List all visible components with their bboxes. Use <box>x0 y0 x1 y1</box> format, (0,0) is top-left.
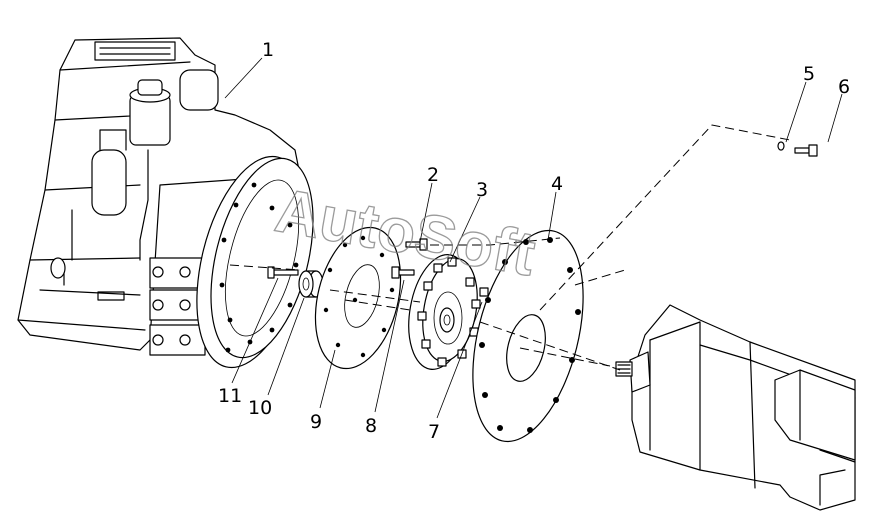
flex-plate-9 <box>314 226 402 370</box>
screw-6 <box>794 144 818 157</box>
callout-8: 8 <box>365 415 377 437</box>
callout-7: 7 <box>428 421 440 443</box>
assembly-centerlines <box>229 124 791 371</box>
callout-11: 11 <box>218 385 242 407</box>
callout-leaders <box>224 57 843 419</box>
callout-2: 2 <box>427 164 439 186</box>
bolt-8 <box>391 266 415 279</box>
callout-3: 3 <box>476 179 488 201</box>
callout-9: 9 <box>310 411 322 433</box>
callout-10: 10 <box>248 397 272 419</box>
generator <box>615 304 856 511</box>
flywheel-housing <box>196 155 314 369</box>
callout-1: 1 <box>262 39 274 61</box>
bolt-11 <box>267 266 299 279</box>
washer-5 <box>777 141 785 151</box>
engine-block <box>17 37 301 356</box>
callout-6: 6 <box>838 76 850 98</box>
bolt-2 <box>405 238 428 251</box>
callout-5: 5 <box>803 63 815 85</box>
callout-numbers: 1 2 3 4 5 6 7 8 9 10 11 <box>218 39 850 443</box>
coupling-hub-3 <box>408 254 489 370</box>
callout-4: 4 <box>551 173 563 195</box>
adapter-plate-4 <box>472 229 584 443</box>
